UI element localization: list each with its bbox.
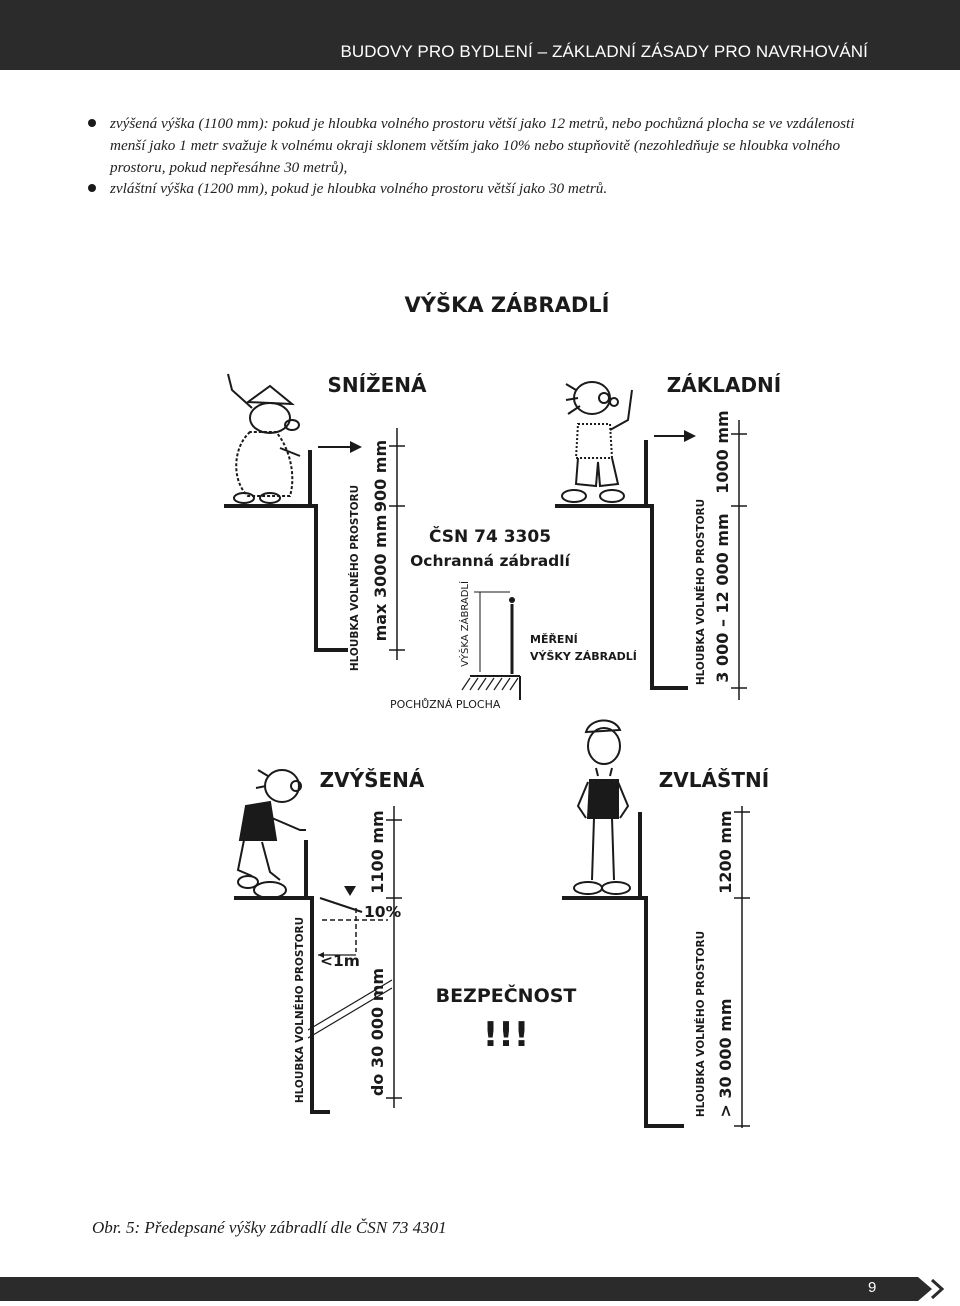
standard-subtitle: Ochranná zábradlí xyxy=(410,552,571,570)
measurement-label-line2: VÝŠKY ZÁBRADLÍ xyxy=(530,650,637,663)
floor-slab-special xyxy=(562,896,684,1128)
depth-raised: do 30 000 mm xyxy=(368,968,387,1096)
page-number: 9 xyxy=(868,1279,877,1296)
depth-label-basic: HLOUBKA VOLNÉHO PROSTORU xyxy=(694,499,707,685)
depth-label-raised: HLOUBKA VOLNÉHO PROSTORU xyxy=(293,917,306,1103)
slope-label: 10% xyxy=(364,903,402,921)
floor-slab-raised xyxy=(234,896,330,1114)
distance-label: <1m xyxy=(320,952,360,970)
depth-label-reduced: HLOUBKA VOLNÉHO PROSTORU xyxy=(348,485,361,671)
header-bar: BUDOVY PRO BYDLENÍ – ZÁKLADNÍ ZÁSADY PRO… xyxy=(0,0,960,70)
depth-special: > 30 000 mm xyxy=(716,998,735,1117)
cartoon-figure-reduced xyxy=(227,373,301,504)
bullet-text: zvláštní výška (1200 mm), pokud je hloub… xyxy=(110,180,608,198)
cartoon-figure-basic xyxy=(561,381,633,503)
height-special: 1200 mm xyxy=(716,810,735,893)
panel-special-title: ZVLÁŠTNÍ xyxy=(659,768,769,792)
panel-basic-title: ZÁKLADNÍ xyxy=(667,373,781,397)
panel-reduced-title: SNÍŽENÁ xyxy=(328,373,427,397)
running-header: BUDOVY PRO BYDLENÍ – ZÁKLADNÍ ZÁSADY PRO… xyxy=(340,42,868,61)
depth-basic: 3 000 – 12 000 mm xyxy=(713,513,732,682)
standard-legend: ČSN 74 3305 Ochranná zábradlí VÝŠKA ZÁBR… xyxy=(390,525,637,711)
height-basic: 1000 mm xyxy=(713,410,732,493)
figure-caption: Obr. 5: Předepsané výšky zábradlí dle ČS… xyxy=(92,1218,447,1237)
panel-raised-title: ZVÝŠENÁ xyxy=(320,768,425,792)
bullet-item: zvláštní výška (1200 mm), pokud je hloub… xyxy=(88,178,888,200)
safety-label: BEZPEČNOST xyxy=(436,983,577,1007)
panel-special: ZVLÁŠTNÍ 1200 mm > 30 000 mm HLOUBKA VOL… xyxy=(562,719,769,1128)
bullet-list: zvýšená výška (1100 mm): pokud je hloubk… xyxy=(88,113,888,200)
height-reduced: 900 mm xyxy=(371,440,390,512)
panel-basic: ZÁKLADNÍ 1000 mm 3 000 – 12 000 mm HLOUB… xyxy=(555,373,781,700)
floor-slab-reduced xyxy=(224,504,348,652)
panel-reduced: SNÍŽENÁ 900 mm max 3000 mm HLOUBKA VOLNÉ… xyxy=(224,373,427,671)
cartoon-figure-special xyxy=(573,719,631,895)
railing-height-label: VÝŠKA ZÁBRADLÍ xyxy=(458,581,471,667)
height-raised: 1100 mm xyxy=(368,810,387,893)
bullet-dot-icon xyxy=(88,184,96,193)
slope-line xyxy=(319,897,363,913)
bullet-text: zvýšená výška (1100 mm): pokud je hloubk… xyxy=(110,115,855,176)
footer-bar xyxy=(0,1277,960,1301)
figure-title: VÝŠKA ZÁBRADLÍ xyxy=(405,292,610,317)
page-tab-shape xyxy=(852,1277,960,1301)
bullet-item: zvýšená výška (1100 mm): pokud je hloubk… xyxy=(88,113,888,178)
arrow-right-icon xyxy=(350,441,362,453)
arrow-right-icon xyxy=(684,430,696,442)
floor-slab-basic xyxy=(555,504,688,690)
measurement-label-line1: MĚŘENÍ xyxy=(530,633,578,646)
safety-marks: !!! xyxy=(483,1015,530,1055)
bullet-dot-icon xyxy=(88,119,96,127)
depth-reduced: max 3000 mm xyxy=(371,515,390,642)
cartoon-figure-raised xyxy=(236,769,306,899)
standard-number: ČSN 74 3305 xyxy=(429,525,551,547)
panel-raised: ZVÝŠENÁ 10% <1m 1100 mm do 30 000 mm HLO… xyxy=(234,768,425,1114)
walkable-surface-label: POCHŮZNÁ PLOCHA xyxy=(390,698,501,711)
depth-label-special: HLOUBKA VOLNÉHO PROSTORU xyxy=(694,931,707,1117)
arrow-down-icon xyxy=(344,886,356,896)
